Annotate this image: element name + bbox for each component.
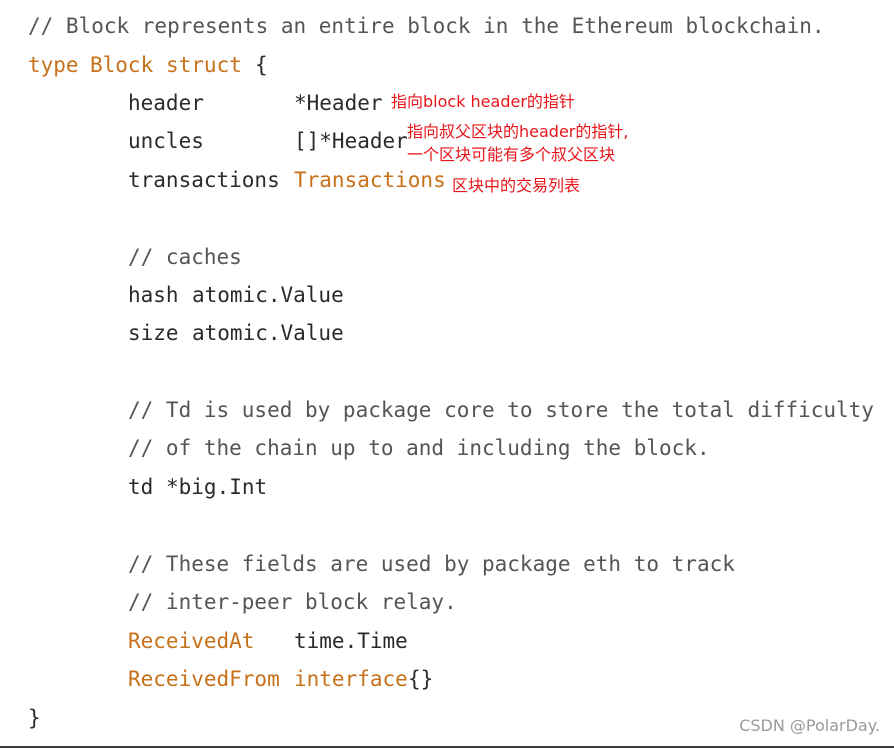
code-comment-eth-1: // These fields are used by package eth … [128,552,735,576]
code-field-header: header [128,91,204,115]
code-keyword-struct: struct [166,53,242,77]
code-comment-caches: // caches [128,245,242,269]
annotation-uncles-line2: 一个区块可能有多个叔父区块 [407,145,616,164]
code-field-transactions: transactions [128,168,280,192]
code-field-received-from: ReceivedFrom [128,667,280,691]
code-field-hash: hash [128,283,179,307]
code-comment-td-1: // Td is used by package core to store t… [128,398,874,422]
code-field-uncles: uncles [128,129,204,153]
code-type-received-at: time.Time [294,629,408,653]
code-comment-block-doc: // Block represents an entire block in t… [28,14,825,38]
code-close-brace: } [28,706,41,730]
code-type-received-from-braces: {} [408,667,434,691]
annotation-uncles-line1: 指向叔父区块的header的指针, [407,122,629,141]
code-field-size: size [128,321,179,345]
code-type-hash: atomic.Value [192,283,344,307]
code-type-uncles: []*Header [294,129,408,153]
code-open-brace: { [255,53,268,77]
code-keyword-type: type [28,53,79,77]
watermark: CSDN @PolarDay. [739,716,880,735]
code-type-transactions: Transactions [294,168,446,192]
code-comment-eth-2: // inter-peer block relay. [128,590,457,614]
code-field-td: td [128,475,154,499]
code-type-header: *Header [294,91,383,115]
annotation-transactions: 区块中的交易列表 [452,176,581,195]
code-struct-name: Block [90,53,154,77]
bottom-divider [0,746,894,748]
code-type-td: *big.Int [166,475,268,499]
code-field-received-at: ReceivedAt [128,629,255,653]
code-comment-td-2: // of the chain up to and including the … [128,436,710,460]
code-type-size: atomic.Value [192,321,344,345]
annotation-header: 指向block header的指针 [391,92,575,111]
code-type-received-from-keyword: interface [294,667,408,691]
